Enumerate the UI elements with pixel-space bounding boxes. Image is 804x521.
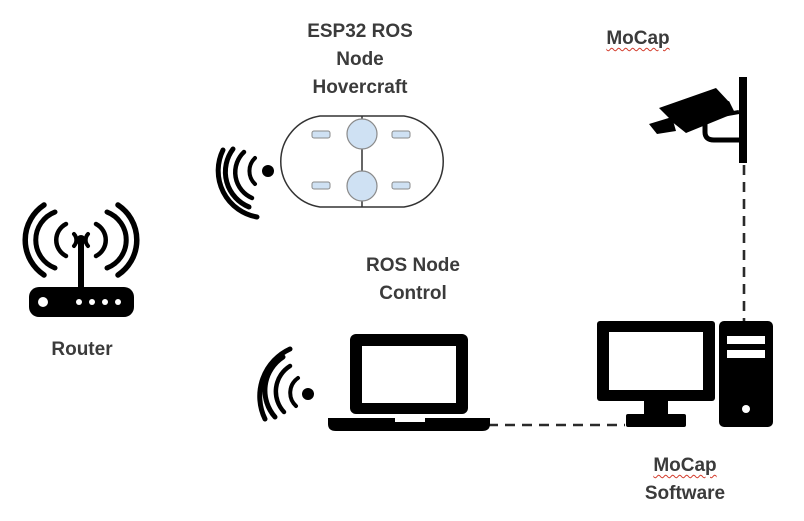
ros-control-label: ROS Node Control	[348, 252, 478, 308]
desktop-computer-icon	[597, 321, 773, 427]
ros-control-line1: ROS Node	[366, 255, 460, 276]
wifi-icon	[215, 146, 274, 220]
mocap-software-line2: Software	[644, 483, 726, 504]
router-label-text: Router	[51, 339, 113, 360]
hovercraft-icon	[280, 115, 444, 208]
mocap-software-line1: MoCap	[653, 455, 717, 476]
router-icon	[22, 202, 140, 278]
router-body	[29, 235, 134, 317]
esp32-node-label: ESP32 ROS Node Hovercraft	[285, 18, 435, 102]
esp32-label-line2: Node	[336, 49, 384, 70]
ros-control-line2: Control	[379, 283, 447, 304]
esp32-label-line3: Hovercraft	[312, 77, 408, 98]
mocap-software-label: MoCap Software	[620, 452, 750, 508]
esp32-label-line1: ESP32 ROS	[307, 21, 413, 42]
mocap-camera-label: MoCap	[594, 25, 682, 53]
laptop-icon	[328, 334, 490, 431]
security-camera-icon	[649, 77, 747, 163]
wifi-icon	[257, 346, 314, 422]
router-label: Router	[36, 336, 128, 364]
mocap-camera-label-text: MoCap	[606, 28, 670, 49]
